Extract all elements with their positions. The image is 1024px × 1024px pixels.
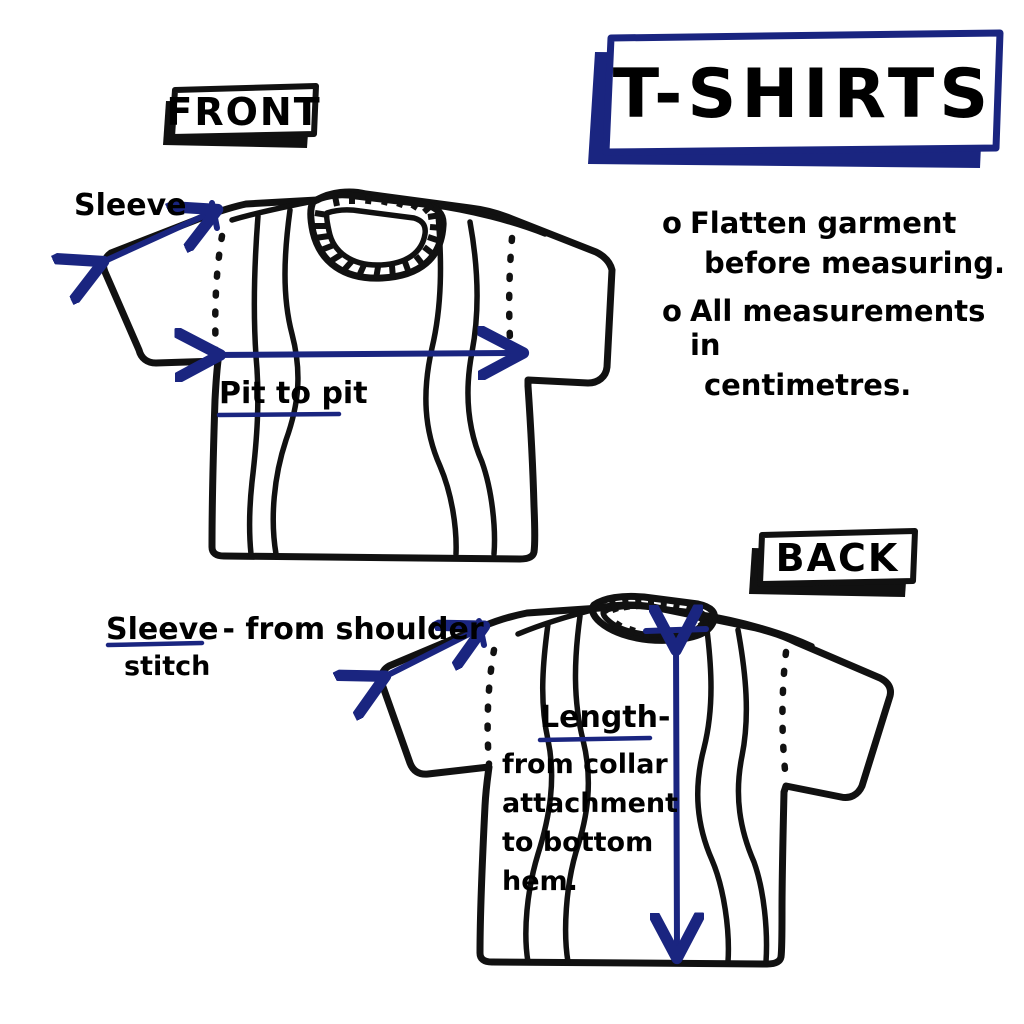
back-length-label: Length- from collar attachment to bottom…	[502, 700, 715, 897]
front-drape-line-1	[246, 213, 261, 557]
back-sleeve-label-text: Sleeve	[106, 612, 219, 647]
note-line: Flatten garment	[689, 206, 957, 240]
note-line: centimetres.	[703, 368, 912, 402]
back-drape-line-4	[735, 627, 770, 965]
length-underline	[537, 735, 653, 743]
note-item: o Flatten garment before measuring.	[662, 206, 1022, 280]
front-pit-to-pit-label: Pit to pit	[219, 376, 368, 411]
note-item: o All measurements in centimetres.	[662, 294, 1022, 402]
back-tag-card-outline	[757, 528, 918, 587]
front-drape-line-4	[465, 219, 498, 557]
back-length-note-line: attachment	[502, 788, 679, 819]
front-sleeve-label: Sleeve	[74, 188, 187, 223]
back-length-note-line: to bottom	[502, 827, 654, 858]
back-length-note-line: from collar	[502, 749, 668, 780]
front-tag-card-outline	[169, 83, 319, 140]
front-drape-line-3	[423, 211, 459, 557]
note-line: All measurements in	[689, 294, 986, 362]
notes-list: o Flatten garment before measuring. o Al…	[662, 206, 1022, 402]
front-collar-outer	[307, 191, 447, 282]
note-line: before measuring.	[703, 246, 1005, 280]
front-tshirt-illustration	[100, 188, 616, 563]
title-badge-card-fill	[606, 33, 1000, 152]
back-drape-line-1	[523, 621, 555, 965]
back-sleeve-arrow	[378, 618, 484, 680]
front-sleeve-arrow	[96, 200, 217, 265]
pit-to-pit-underline	[216, 411, 342, 418]
back-sleeve-note-b: stitch	[124, 651, 211, 682]
back-sleeve-label: Sleeve - from shoulder stitch	[106, 612, 506, 682]
back-sleeve-note-a: - from shoulder	[222, 612, 484, 647]
back-sleeve-underline	[105, 640, 205, 648]
back-shirt-outline	[377, 601, 894, 968]
front-collar-ribbing	[313, 194, 444, 280]
front-sleeve-label-text: Sleeve	[74, 188, 187, 223]
note-bullet-icon: o	[662, 206, 682, 240]
front-drape-line-2	[270, 207, 301, 557]
title-badge-card-outline	[602, 29, 1004, 156]
back-drape-line-2	[562, 613, 592, 965]
back-length-label-text: Length-	[540, 700, 671, 735]
back-right-sleeve-seam	[779, 648, 790, 774]
back-length-note-line: hem.	[502, 866, 578, 897]
back-tag-card-fill	[760, 531, 915, 584]
front-tag-card-fill	[172, 86, 316, 137]
front-right-shoulder-seam	[427, 202, 548, 237]
front-pit-to-pit-arrow	[212, 353, 515, 355]
front-pit-to-pit-label-text: Pit to pit	[219, 376, 368, 411]
front-shirt-outline	[100, 188, 616, 563]
note-bullet-icon: o	[662, 294, 682, 328]
back-length-arrow	[643, 629, 709, 950]
front-collar-inner	[323, 207, 428, 268]
front-right-sleeve-seam	[505, 234, 516, 360]
